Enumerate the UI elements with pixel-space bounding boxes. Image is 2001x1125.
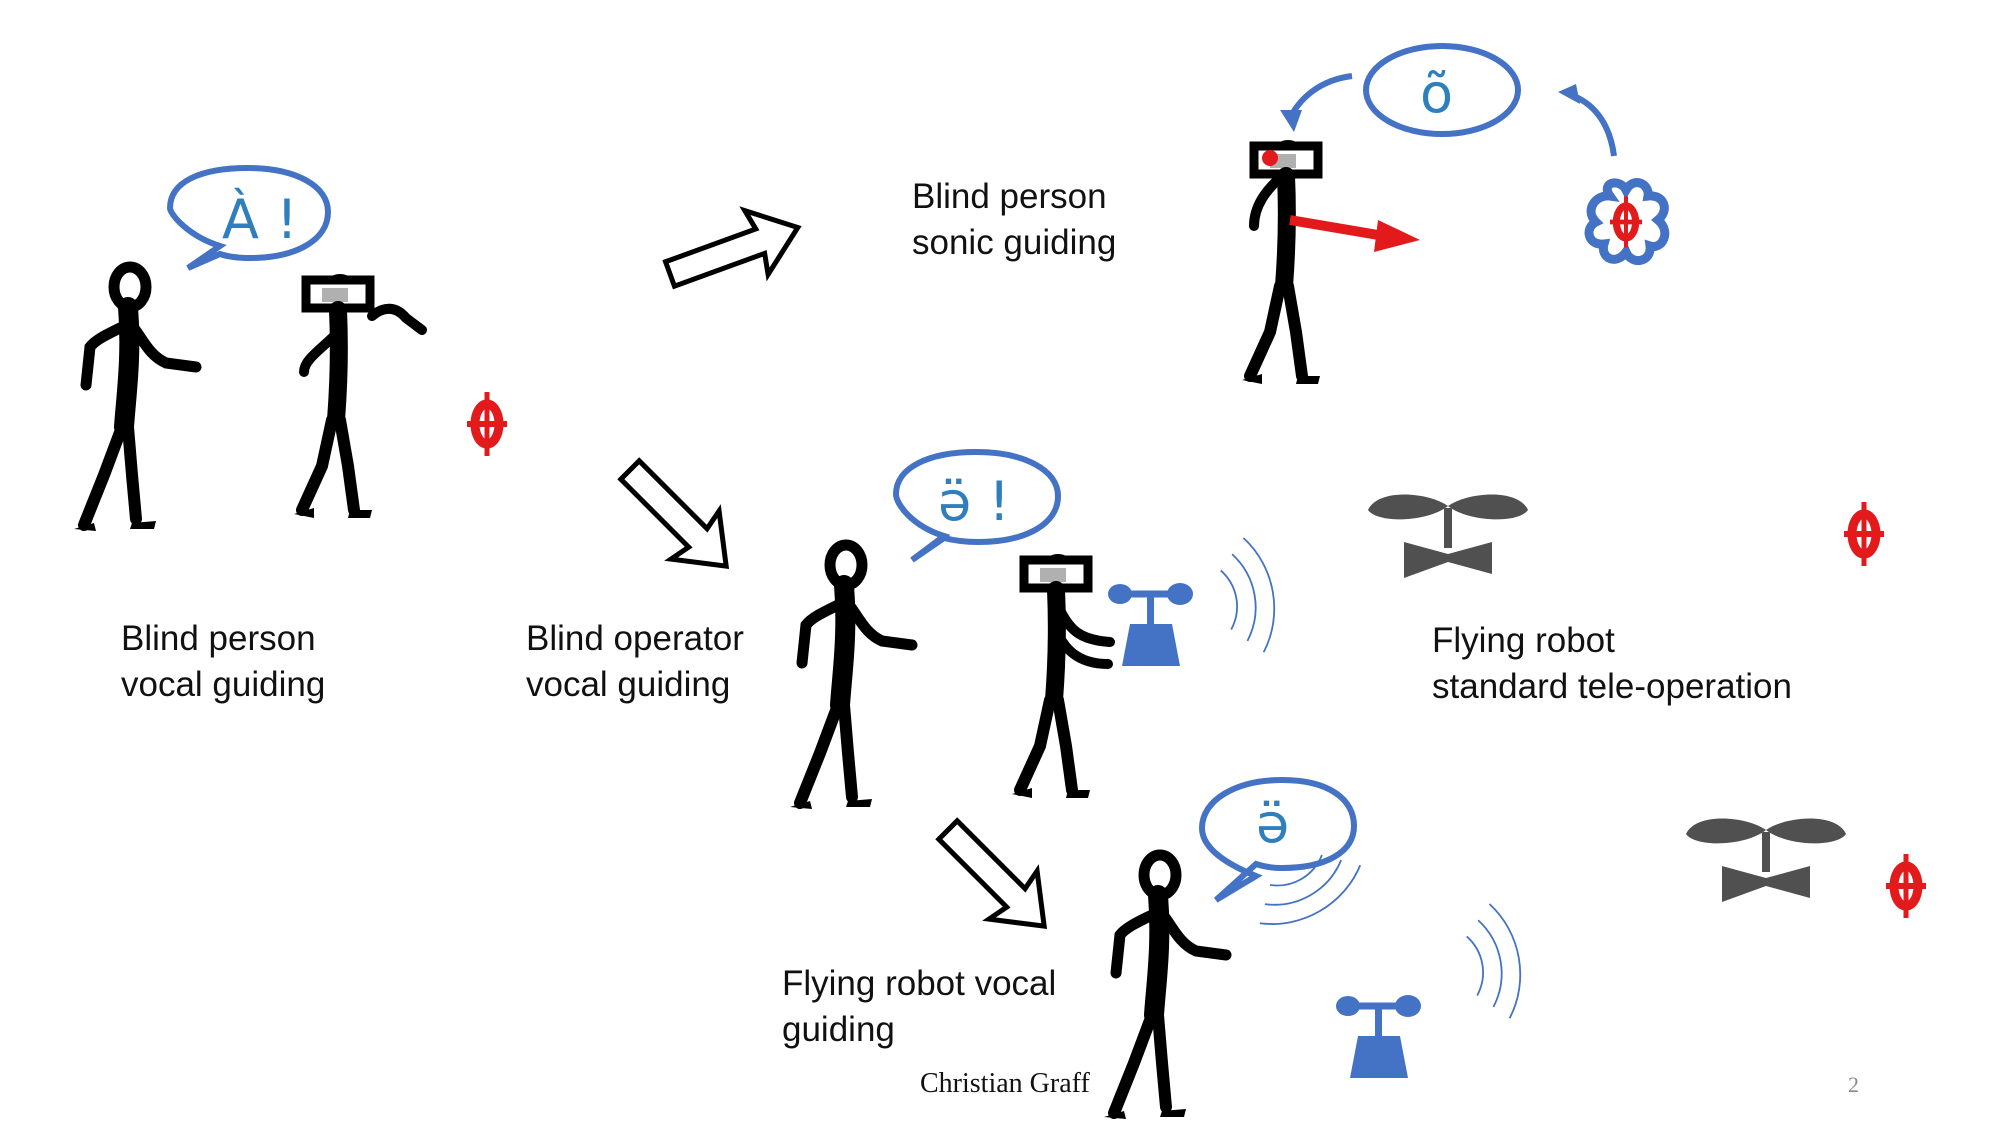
operator-arm (1055, 605, 1115, 647)
page-number: 2 (1848, 1072, 1859, 1097)
blind-operator-figure (1012, 554, 1090, 798)
radio-waves-icon (1215, 533, 1284, 659)
blindfolded-figure (294, 274, 372, 518)
sound-arc-right (1567, 91, 1617, 157)
label-blind-person-sonic: Blind person sonic guiding (912, 177, 1117, 262)
sonic-arm-left (1249, 171, 1287, 231)
target-marker-robot-icon (1886, 854, 1926, 918)
bubble-text-schwa: ə̈ (1256, 792, 1289, 855)
remote-controller-icon (1108, 583, 1193, 666)
direction-arrow-head-icon (1374, 220, 1420, 252)
ear-indicator (1262, 150, 1278, 166)
remote-controller-unused-icon (1336, 995, 1421, 1078)
sound-source-icon (1584, 178, 1670, 265)
scene-blind-operator-vocal: ə̈ ! (790, 448, 1884, 809)
target-marker-operator-icon (1844, 502, 1884, 566)
sighted-guide-figure (74, 267, 196, 531)
scene-blind-person-vocal: À ! (74, 164, 507, 531)
footer-author: Christian Graff (920, 1068, 1090, 1099)
scene-blind-person-sonic: õ (1242, 43, 1670, 384)
arrow-to-sonic-icon (658, 196, 809, 306)
sound-arc-right-head-icon (1558, 84, 1580, 104)
label-flying-robot-teleop: Flying robot standard tele-operation (1432, 621, 1792, 706)
speech-bubble-schwa: ə̈ (1198, 776, 1358, 903)
target-marker-icon (467, 392, 507, 456)
bubble-text-a: À ! (222, 188, 298, 251)
bubble-text-o: õ (1420, 62, 1453, 125)
operator-arm-lower (1049, 615, 1113, 669)
blindfolded-arm (367, 303, 427, 335)
speech-bubble-schwa-exclaim: ə̈ ! (892, 448, 1062, 563)
speech-bubble-o: õ (1363, 43, 1521, 137)
label-blind-operator-vocal: Blind operator vocal guiding (526, 619, 744, 704)
drone-robot-icon (1686, 818, 1846, 902)
blindfolded-arm-left (299, 331, 339, 377)
sound-arc-left-head-icon (1280, 110, 1302, 132)
operator-guide-figure (790, 545, 912, 809)
arrow-to-operator-icon (606, 446, 750, 590)
speech-bubble-a: À ! (166, 164, 332, 271)
radio-waves-robot-icon (1461, 899, 1530, 1025)
label-blind-person-vocal: Blind person vocal guiding (121, 619, 326, 704)
drone-icon (1368, 494, 1528, 578)
direction-arrow-shaft (1289, 215, 1385, 241)
scene-flying-robot-vocal: ə̈ (1104, 776, 1926, 1119)
robot-guide-figure (1104, 855, 1226, 1119)
bubble-text-schwa-exclaim: ə̈ ! (938, 470, 1010, 533)
label-flying-robot-vocal: Flying robot vocal guiding (782, 964, 1057, 1049)
arrow-to-robot-vocal-icon (924, 806, 1068, 950)
